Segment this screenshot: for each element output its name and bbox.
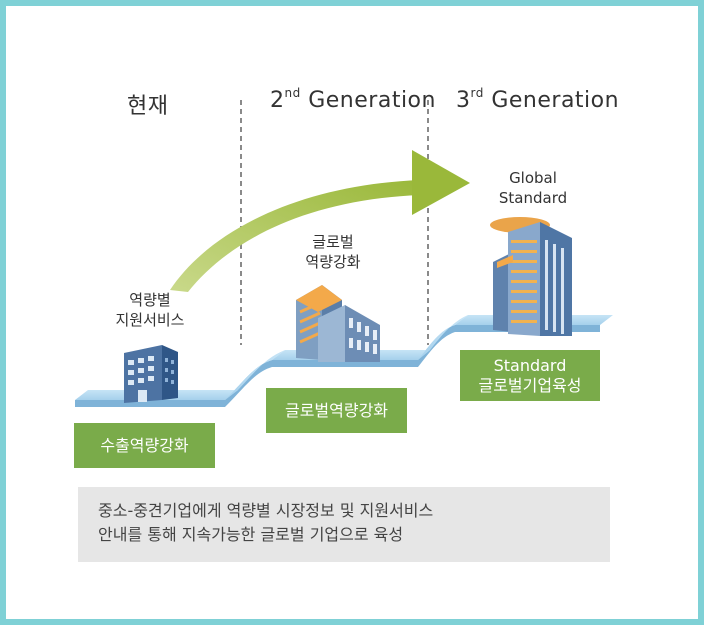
growth-arrow — [170, 150, 470, 292]
description-line-2: 안내를 통해 지속가능한 글로벌 기업으로 육성 — [98, 525, 404, 544]
stage-2-label-box: 글로벌역량강화 — [266, 388, 407, 433]
description-line-1: 중소-중견기업에게 역량별 시장정보 및 지원서비스 — [98, 501, 434, 520]
stage-2-caption: 글로벌 역량강화 — [305, 233, 361, 271]
mid-building-illustration — [296, 285, 380, 362]
header-2nd-number: 2 — [270, 88, 285, 113]
header-2nd-generation: 2nd Generation — [270, 86, 436, 113]
small-building-illustration — [124, 345, 178, 403]
header-3rd-generation: 3rd Generation — [456, 86, 620, 113]
header-3rd-text: Generation — [483, 88, 620, 113]
stage-1-caption: 역량별 지원서비스 — [115, 291, 185, 329]
tall-building-illustration — [490, 217, 572, 336]
header-3rd-number: 3 — [456, 88, 471, 113]
header-2nd-suffix: nd — [284, 86, 301, 100]
stage-1-label-box: 수출역량강화 — [74, 423, 215, 468]
header-current: 현재 — [127, 94, 169, 119]
description-note: 중소-중견기업에게 역량별 시장정보 및 지원서비스 안내를 통해 지속가능한 … — [78, 487, 610, 562]
stage-3-caption: Global Standard — [498, 169, 568, 207]
header-2nd-text: Generation — [300, 88, 436, 113]
stage-3-label-box: Standard 글로벌기업육성 — [460, 350, 600, 401]
header-3rd-suffix: rd — [470, 86, 484, 100]
